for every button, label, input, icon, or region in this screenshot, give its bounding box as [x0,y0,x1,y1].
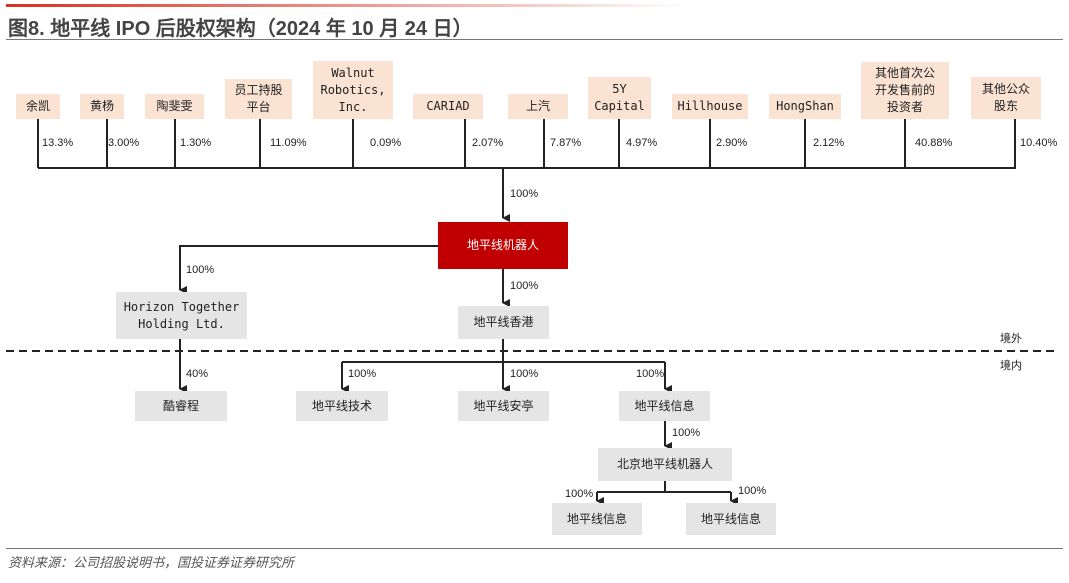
stake-label: 100% [738,485,767,497]
stake-label: 2.90% [716,137,748,149]
shareholder-box: 其他公众 股东 [971,77,1041,119]
stake-label: 13.3% [42,137,74,149]
footer-rule [6,548,1063,549]
entity-box: 地平线信息 [686,503,776,535]
entity-box: 地平线香港 [458,306,549,339]
entity-box: 地平线信息 [619,391,710,421]
entity-box: 地平线安亭 [458,391,549,421]
shareholder-box: Hillhouse [672,94,748,119]
stake-label: 2.12% [813,137,845,149]
stake-label: 100% [186,264,215,276]
stake-label: 0.09% [370,137,402,149]
title-rule [6,39,1063,40]
entity-box: 酷睿程 [135,391,227,421]
stake-label: 100% [510,280,539,292]
entity-box: 地平线信息 [552,503,642,535]
stake-label: 100% [672,427,701,439]
source-note: 资料来源：公司招股说明书，国投证券证券研究所 [8,556,295,571]
stake-label: 2.07% [472,137,504,149]
stake-label: 40.88% [915,137,953,149]
offshore-label: 境外 [1000,332,1022,345]
stake-label: 40% [186,368,209,380]
shareholder-box: 陶斐雯 [145,94,204,119]
stake-label: 1.30% [180,137,212,149]
stake-label: 100% [636,368,665,380]
stake-label: 100% [510,368,539,380]
title-accent-bar [6,4,686,7]
stake-label: 100% [565,488,594,500]
shareholder-box: HongShan [769,94,841,119]
entity-box: Horizon Together Holding Ltd. [116,292,247,339]
entity-box: 地平线技术 [296,391,388,421]
stake-label: 10.40% [1020,137,1058,149]
stake-label: 100% [348,368,377,380]
shareholder-box: 余凯 [16,94,60,119]
figure-title: 图8. 地平线 IPO 后股权架构（2024 年 10 月 24 日） [8,18,473,40]
stake-label: 4.97% [626,137,658,149]
parent-company-box: 地平线机器人 [438,222,568,269]
shareholder-box: 员工持股 平台 [225,79,292,119]
stake-label: 7.87% [550,137,582,149]
stake-label: 100% [510,188,539,200]
shareholder-box: CARIAD [413,94,483,119]
entity-box: 北京地平线机器人 [598,448,732,481]
stake-label: 3.00% [108,137,140,149]
onshore-label: 境内 [1000,359,1022,372]
shareholder-box: 5Y Capital [588,77,651,119]
stake-label: 11.09% [270,137,307,149]
shareholder-box: 黄杨 [80,94,124,119]
shareholder-box: Walnut Robotics, Inc. [313,61,393,119]
shareholder-box: 上汽 [508,94,568,119]
shareholder-box: 其他首次公 开发售前的 投资者 [861,62,949,119]
